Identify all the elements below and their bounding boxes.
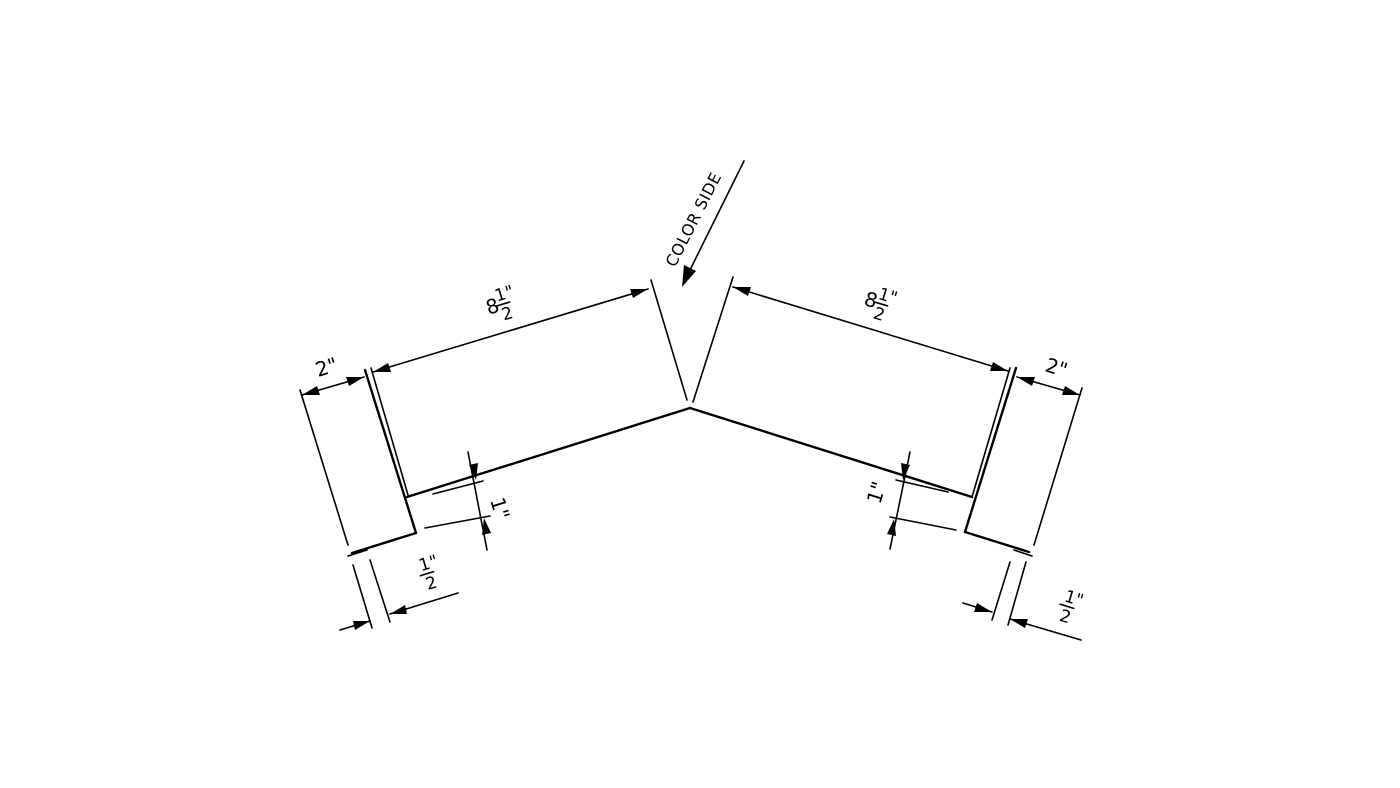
right-flange-outer-line [963, 366, 1018, 534]
right-hem-denominator: 2 [1057, 606, 1073, 628]
left-flange-outer-line [363, 368, 418, 535]
left-panel-dimension: 8 1 2 " [483, 282, 517, 325]
color-side-arrowhead [682, 265, 696, 287]
color-side-indicator: COLOR SIDE [662, 160, 745, 287]
right-hem-line [1013, 549, 1033, 557]
left-slope-line [405, 406, 692, 499]
left-panel-denominator: 2 [499, 303, 515, 325]
left-flange-inner-line [370, 367, 409, 496]
dimension-lines [301, 286, 1082, 641]
right-hem-dimension: 1 2 " [1057, 587, 1086, 629]
right-step-line [963, 530, 1031, 554]
profile-outline [347, 366, 1033, 557]
right-step-dimension: 1" [862, 478, 891, 506]
left-step-dimension: 1" [485, 494, 514, 522]
right-flange-inner-line [971, 367, 1011, 498]
left-hem-denominator: 2 [423, 573, 439, 595]
color-side-arrow-line [685, 160, 745, 279]
left-hem-line [347, 549, 368, 557]
right-panel-dimension: 8 1 2 " [861, 284, 899, 326]
left-hem-dimension: 1 2 " [417, 551, 441, 595]
left-step-line [350, 531, 418, 555]
extension-lines [299, 276, 1083, 629]
right-slope-line [688, 406, 974, 499]
right-flange-dimension: 2" [1043, 353, 1071, 382]
left-flange-dimension: 2" [312, 352, 340, 381]
